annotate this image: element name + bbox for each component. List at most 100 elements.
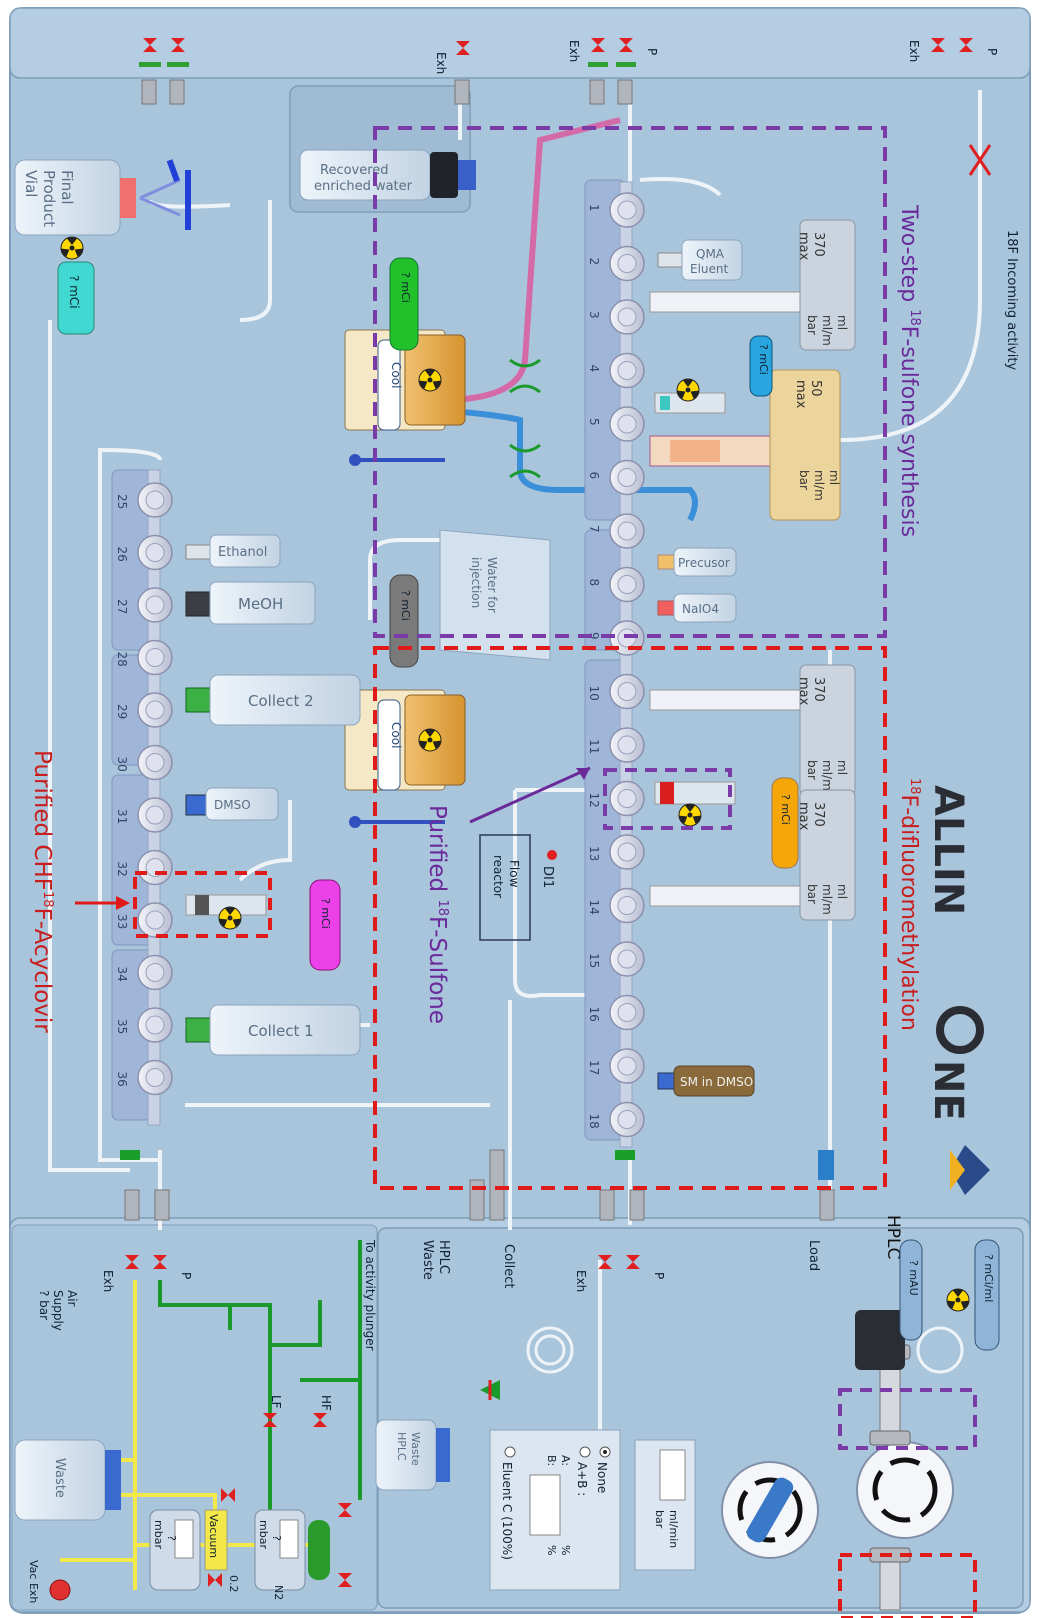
rotary-valve[interactable] — [138, 641, 172, 675]
rotary-valve[interactable] — [138, 798, 172, 832]
svg-text:Collect 1: Collect 1 — [248, 1022, 314, 1040]
valve-number: 27 — [115, 599, 129, 614]
svg-text:reactor: reactor — [491, 855, 505, 898]
svg-text:? mCi: ? mCi — [399, 272, 412, 303]
rotary-valve[interactable] — [138, 956, 172, 990]
valve-number: 5 — [587, 418, 601, 426]
svg-text:? mCi: ? mCi — [399, 590, 412, 621]
rotary-valve[interactable] — [610, 675, 644, 709]
valve-number: 2 — [587, 258, 601, 266]
svg-text:bar: bar — [653, 1510, 666, 1529]
to-activity-plunger: To activity plunger — [363, 1239, 377, 1351]
rotary-valve[interactable] — [610, 568, 644, 602]
svg-text:bar: bar — [805, 884, 819, 904]
svg-text:B:: B: — [545, 1455, 558, 1466]
hf-label: HF — [319, 1395, 333, 1411]
svg-text:bar: bar — [805, 315, 819, 335]
svg-text:ml/min: ml/min — [667, 1510, 680, 1548]
rotary-valve[interactable] — [610, 728, 644, 762]
difluoromethylation-label: 18F-difluoromethylation — [896, 778, 922, 1031]
rotary-valve[interactable] — [610, 1049, 644, 1083]
svg-text:max: max — [796, 677, 811, 706]
svg-text:? mCi: ? mCi — [319, 898, 332, 929]
top-p-mid: P — [645, 48, 659, 55]
collect1-vial: Collect 1 — [186, 1005, 360, 1055]
svg-text:QMA: QMA — [696, 247, 725, 261]
svg-text:SM in DMSO: SM in DMSO — [680, 1075, 753, 1089]
svg-text:370: 370 — [811, 677, 826, 702]
hplc-waste-bottle: Waste HPLC — [376, 1420, 450, 1490]
svg-text:Cool: Cool — [389, 362, 403, 388]
valve-number: 36 — [115, 1072, 129, 1087]
valve-number: 15 — [587, 953, 601, 968]
rotary-valve[interactable] — [138, 903, 172, 937]
svg-text:Supply: Supply — [51, 1290, 65, 1331]
rotary-valve[interactable] — [610, 407, 644, 441]
valve-number: 17 — [587, 1060, 601, 1075]
valve-number: 6 — [587, 472, 601, 480]
top-p-right: P — [985, 48, 999, 55]
svg-text:ml: ml — [835, 760, 849, 775]
hplc-column-valve[interactable] — [857, 1442, 953, 1538]
svg-text:Product: Product — [40, 170, 58, 227]
svg-text:Collect 2: Collect 2 — [248, 692, 314, 710]
rotary-valve[interactable] — [610, 247, 644, 281]
svg-text:?: ? — [270, 1535, 283, 1541]
vac-exh-label: Vac Exh — [27, 1560, 40, 1603]
n2-label: N2 — [272, 1585, 285, 1600]
rotary-valve[interactable] — [610, 300, 644, 334]
valve-number: 26 — [115, 547, 129, 562]
svg-text:Ethanol: Ethanol — [218, 545, 267, 560]
eluent-selector[interactable]: None A+B : A: B: % % Eluent C (100%) — [490, 1430, 620, 1590]
rotary-valve[interactable] — [610, 835, 644, 869]
bottom-p-1: P — [179, 1272, 193, 1279]
valve-number: 11 — [587, 739, 601, 754]
top-exh-mid: Exh — [567, 40, 581, 62]
rotary-valve[interactable] — [138, 1008, 172, 1042]
valve-number: 8 — [587, 579, 601, 587]
valve-number: 30 — [115, 757, 129, 772]
rotary-valve[interactable] — [610, 996, 644, 1030]
rotary-valve[interactable] — [138, 536, 172, 570]
svg-text:ml/m: ml/m — [820, 884, 834, 915]
svg-text:Vacuum: Vacuum — [207, 1514, 220, 1558]
valve-number: 31 — [115, 809, 129, 824]
rotary-valve[interactable] — [138, 1061, 172, 1095]
rotary-valve[interactable] — [138, 483, 172, 517]
rotary-valve[interactable] — [610, 889, 644, 923]
svg-text:? mCi: ? mCi — [67, 275, 81, 309]
svg-text:mbar: mbar — [257, 1520, 270, 1549]
svg-text:Water for: Water for — [485, 557, 499, 613]
svg-text:mbar: mbar — [152, 1520, 165, 1549]
valve-number: 10 — [587, 686, 601, 701]
svg-text:ml: ml — [827, 470, 841, 485]
waste-bottle: Waste — [15, 1440, 121, 1520]
svg-text:Eluent: Eluent — [690, 262, 729, 276]
svg-text:A:: A: — [559, 1455, 572, 1466]
rotary-valve[interactable] — [610, 1103, 644, 1137]
valve-number: 35 — [115, 1019, 129, 1034]
rotary-valve[interactable] — [610, 461, 644, 495]
incoming-activity-label: 18F Incoming activity — [1004, 230, 1019, 370]
valve-number: 28 — [115, 652, 129, 667]
svg-text:NE: NE — [925, 1060, 971, 1121]
rotary-valve[interactable] — [610, 942, 644, 976]
svg-text:? bar: ? bar — [37, 1290, 51, 1320]
lf-label: LF — [269, 1395, 283, 1409]
rotary-valve[interactable] — [138, 851, 172, 885]
svg-text:HPLC: HPLC — [395, 1432, 408, 1461]
collect-label: Collect — [501, 1244, 516, 1289]
rotary-valve[interactable] — [610, 354, 644, 388]
svg-text:max: max — [796, 232, 811, 261]
top-exh-left: Exh — [434, 52, 448, 74]
svg-text:Eluent C (100%): Eluent C (100%) — [500, 1462, 514, 1560]
rotary-valve[interactable] — [138, 746, 172, 780]
rotary-valve[interactable] — [610, 782, 644, 816]
vacuum-pump-icon — [50, 1580, 70, 1600]
rotary-valve[interactable] — [610, 193, 644, 227]
rotary-valve[interactable] — [610, 514, 644, 548]
rotary-valve[interactable] — [138, 588, 172, 622]
injection-valve[interactable] — [722, 1462, 818, 1558]
rotary-valve[interactable] — [138, 693, 172, 727]
svg-text:NaIO4: NaIO4 — [682, 602, 719, 616]
